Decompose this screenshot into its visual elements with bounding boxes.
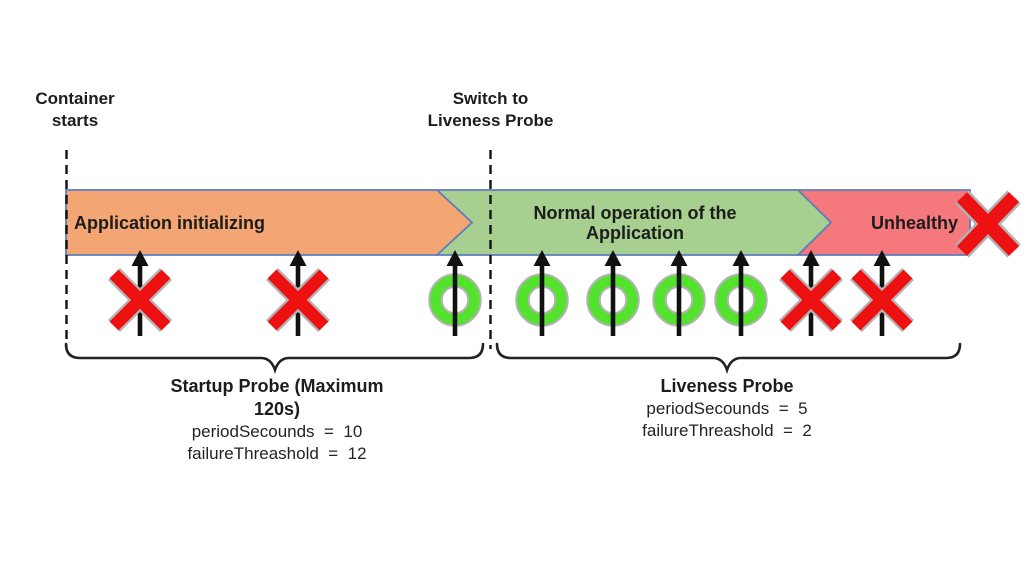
probe-check-fail-icon [265, 250, 331, 336]
unhealthy-label: Unhealthy [870, 212, 958, 233]
startup-probe-period: periodSecounds = 10 [191, 422, 363, 441]
liveness-probe-brace [495, 342, 962, 375]
startup-probe-caption: Startup Probe (Maximum 120s) periodSecou… [137, 375, 417, 465]
normal-operation-label: Normal operation of the Application [533, 202, 737, 243]
startup-probe-failure: failureThreashold = 12 [187, 444, 367, 463]
application-initializing-label: Application initializing [74, 212, 265, 233]
liveness-probe-failure: failureThreashold = 2 [642, 421, 812, 440]
container-starts-label: Container starts [35, 89, 115, 130]
probe-check-fail-icon [778, 250, 844, 336]
liveness-probe-title: Liveness Probe [660, 376, 794, 396]
probe-checks-row [107, 250, 915, 336]
probe-check-success-icon [515, 250, 569, 336]
probe-check-fail-icon [107, 250, 173, 336]
timeline-bands [65, 189, 971, 256]
liveness-probe-period: periodSecounds = 5 [646, 399, 808, 418]
startup-probe-title: Startup Probe (Maximum 120s) [170, 376, 384, 419]
liveness-probe-caption: Liveness Probe periodSecounds = 5 failur… [587, 375, 867, 442]
probe-check-success-icon [652, 250, 706, 336]
unhealthy-x-icon [955, 190, 1021, 258]
probe-check-fail-icon [849, 250, 915, 336]
switch-to-liveness-label: Switch to Liveness Probe [427, 89, 554, 130]
probe-check-success-icon [586, 250, 640, 336]
probe-check-success-icon [428, 250, 482, 336]
probe-check-success-icon [714, 250, 768, 336]
startup-probe-brace [64, 342, 485, 375]
